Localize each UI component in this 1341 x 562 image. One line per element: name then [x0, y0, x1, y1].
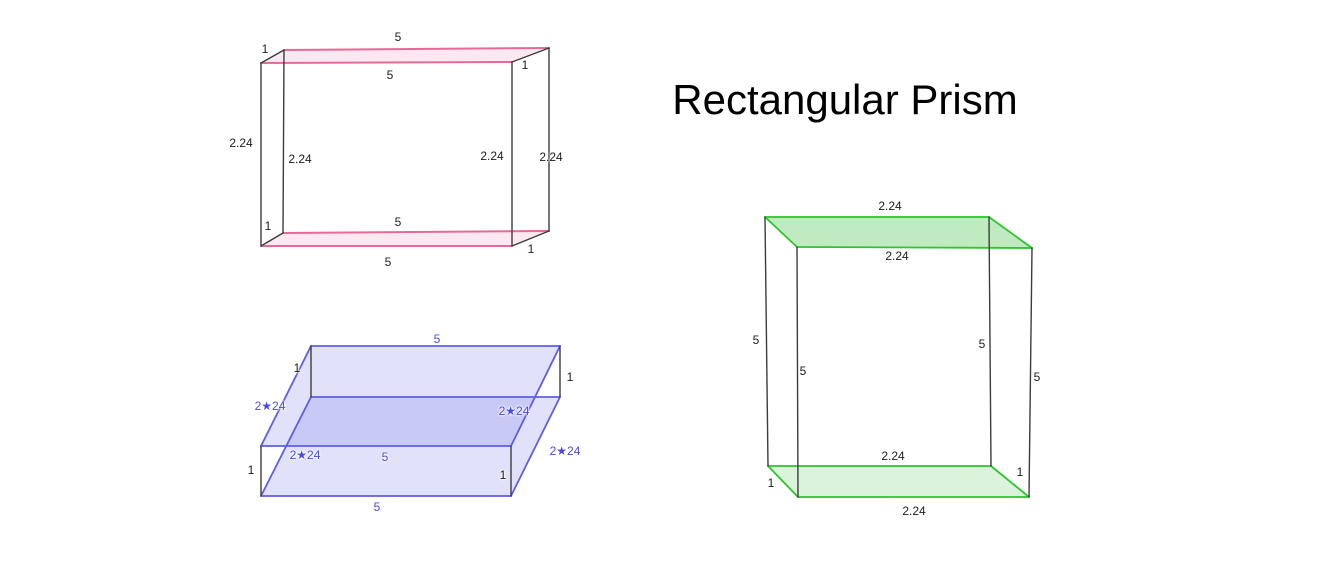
edge-line[interactable] [988, 216, 1033, 249]
edge-line[interactable] [767, 465, 799, 498]
pink-prism-bottom-face[interactable] [261, 231, 549, 246]
edge-line[interactable] [260, 49, 285, 64]
edge-line[interactable] [260, 345, 312, 447]
edge-line[interactable] [511, 230, 550, 247]
edge-line[interactable] [510, 396, 561, 497]
edge-line[interactable] [283, 47, 550, 51]
green-prism[interactable] [764, 216, 1033, 498]
edge-line[interactable] [764, 216, 798, 248]
blue-prism-frame-edges[interactable] [260, 345, 561, 497]
pink-prism-frame-edges[interactable] [260, 47, 550, 247]
edge-line[interactable] [1028, 247, 1033, 498]
edge-line[interactable] [796, 246, 1033, 249]
page-title: Rectangular Prism [672, 76, 1018, 123]
blue-prism-top-face[interactable] [261, 346, 560, 446]
green-prism-top-face[interactable] [765, 217, 1032, 248]
pink-prism-top-face[interactable] [261, 48, 549, 63]
edge-line[interactable] [764, 216, 769, 467]
pink-prism-colored-edges[interactable] [260, 47, 550, 247]
edge-line[interactable] [260, 61, 513, 64]
edge-line[interactable] [796, 246, 799, 498]
green-prism-bottom-face[interactable] [768, 466, 1029, 497]
green-prism-frame-edges[interactable] [764, 216, 1033, 498]
green-prism-colored-edges[interactable] [764, 216, 1033, 498]
pink-prism[interactable] [260, 47, 550, 247]
edge-line[interactable] [510, 345, 561, 447]
blue-prism[interactable] [260, 345, 561, 497]
edge-line[interactable] [282, 230, 550, 234]
edge-line[interactable] [260, 396, 312, 497]
edge-line[interactable] [282, 49, 285, 234]
edge-line[interactable] [511, 47, 550, 63]
edge-line[interactable] [990, 465, 1030, 498]
edge-line[interactable] [988, 216, 992, 467]
edge-line[interactable] [260, 232, 284, 247]
blue-prism-colored-edges[interactable] [260, 345, 561, 497]
